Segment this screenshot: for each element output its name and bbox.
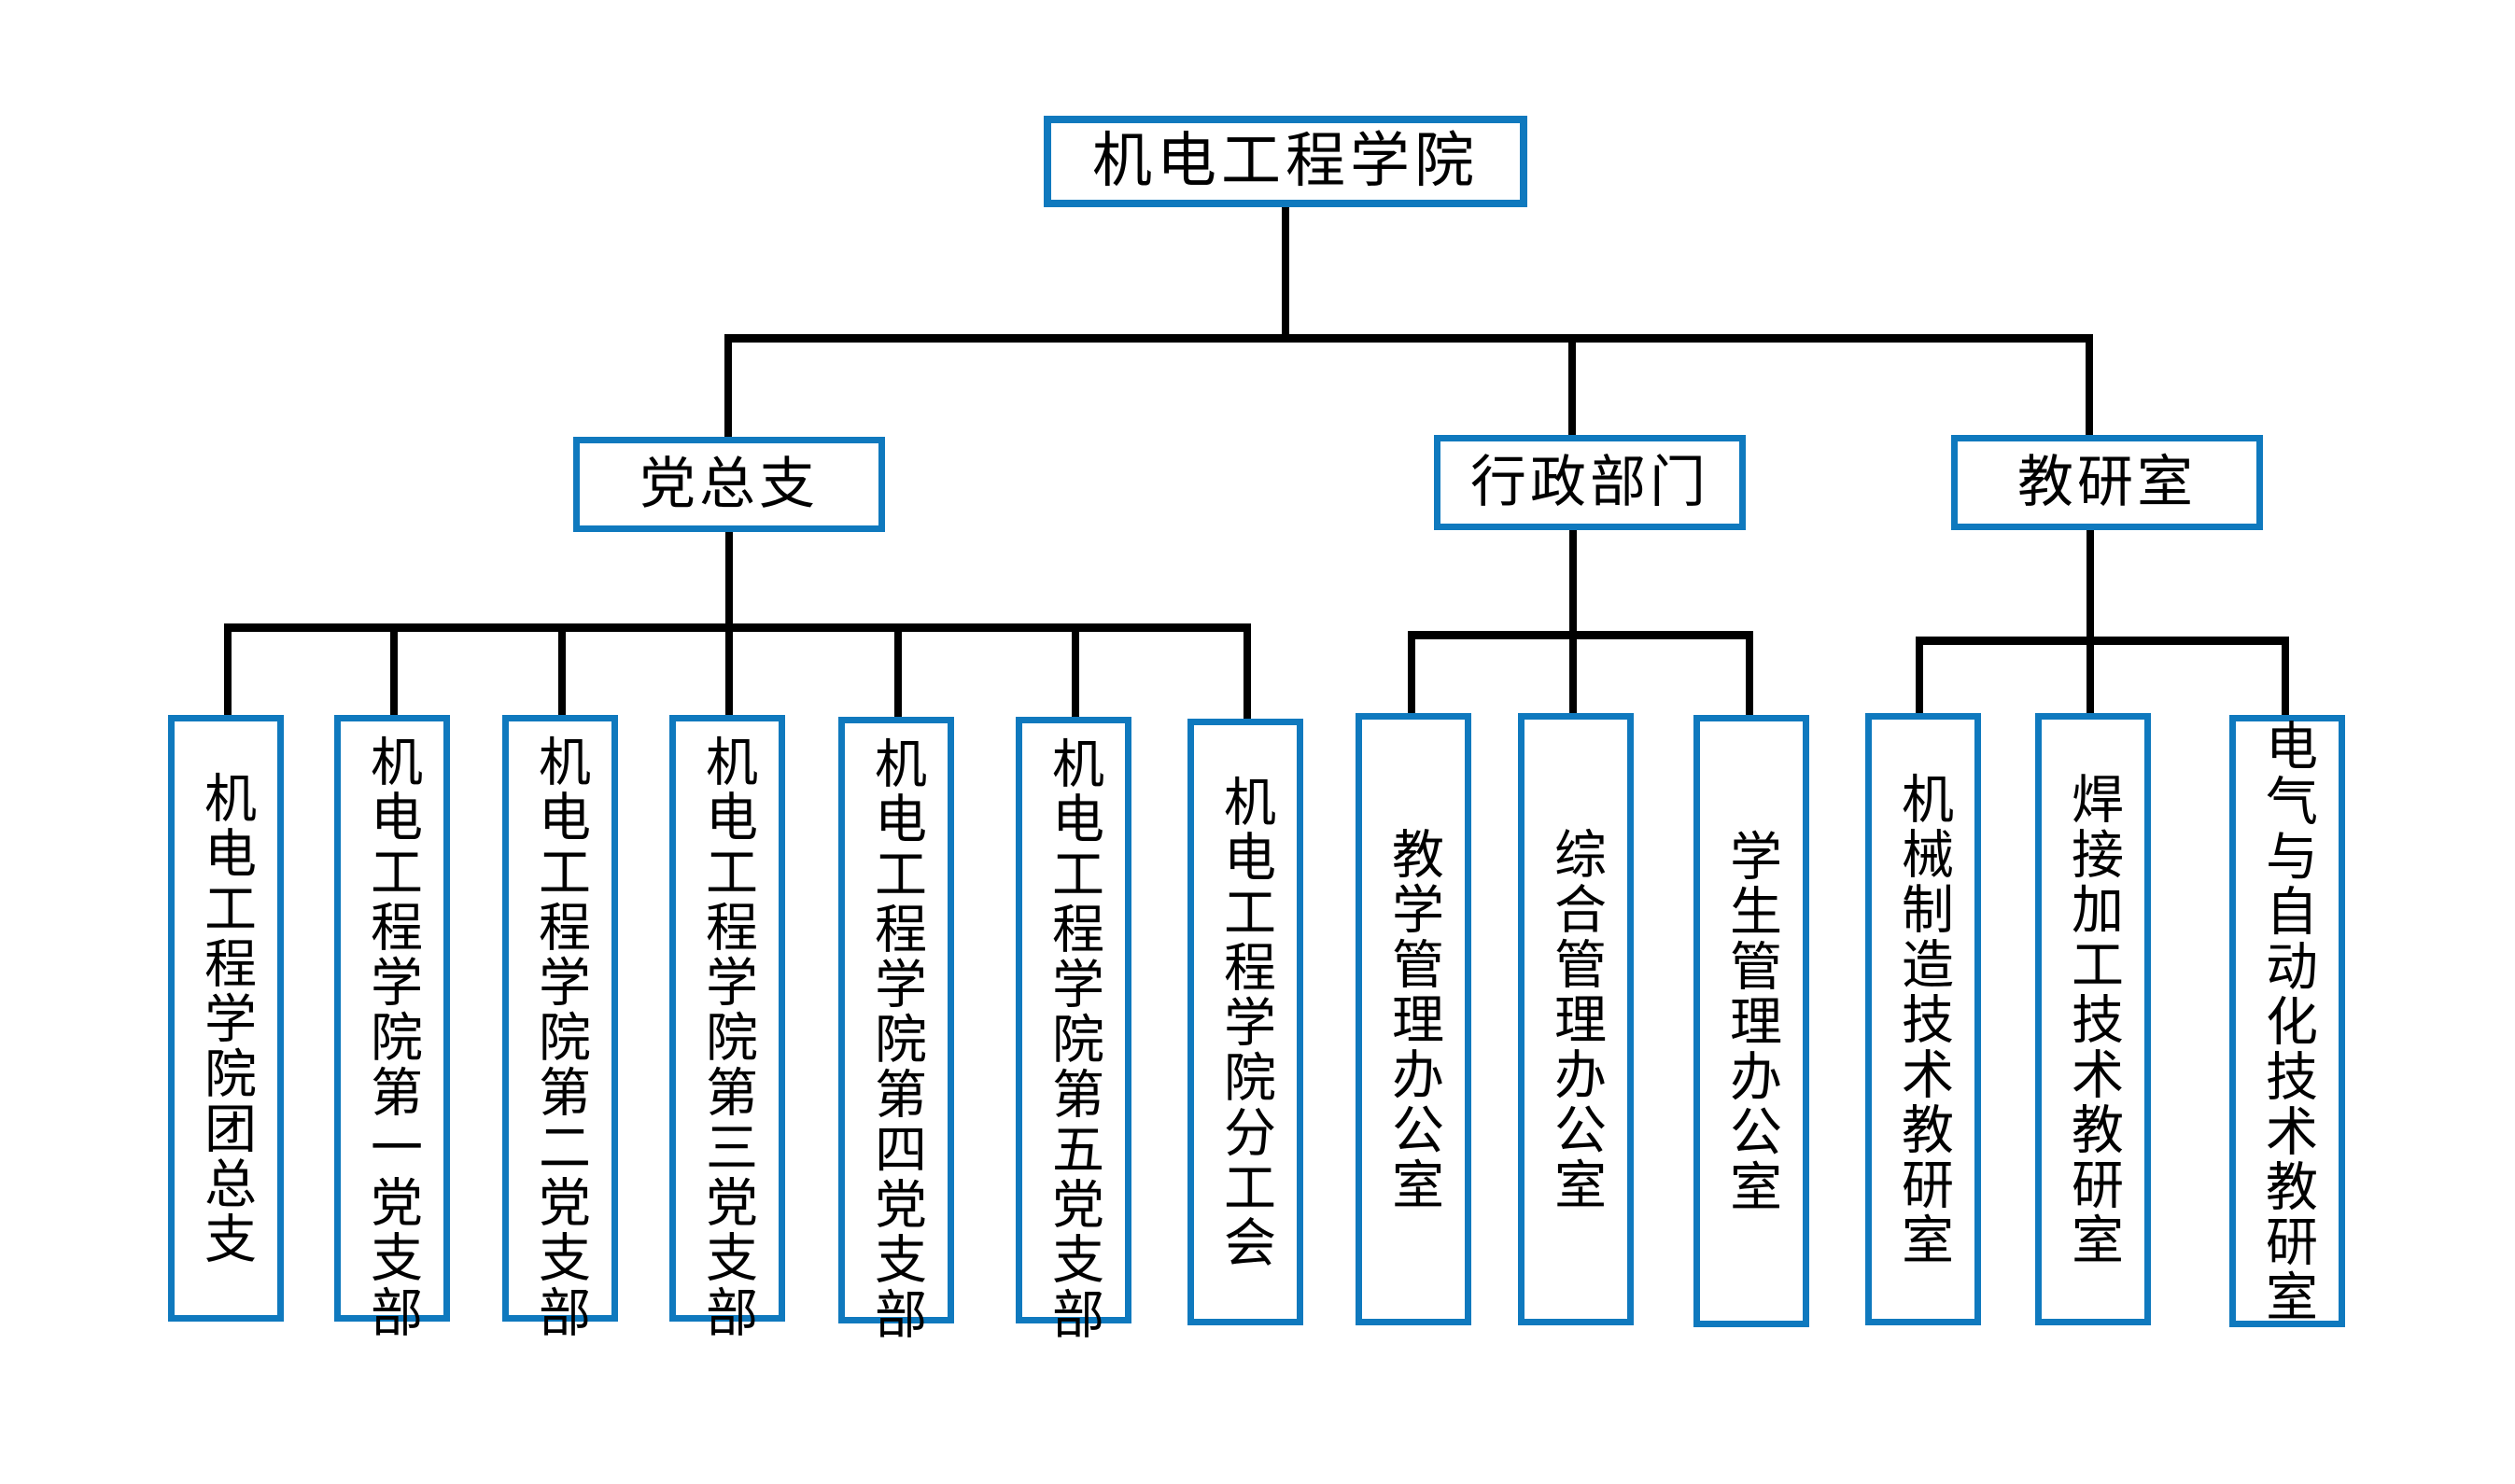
- node-leaf-party-youth-league-label: 机电工程学院团总支: [195, 770, 257, 1267]
- node-leaf-teaching-welding[interactable]: 焊接加工技术教研室: [2035, 713, 2151, 1325]
- connector-party-drop-5: [894, 623, 902, 719]
- node-leaf-admin-student-office-label: 学生管理办公室: [1721, 828, 1782, 1214]
- connector-party-drop-3: [558, 623, 566, 717]
- node-leaf-teaching-welding-label: 焊接加工技术教研室: [2062, 771, 2124, 1267]
- connector-drop-branch-3: [2086, 334, 2093, 439]
- node-root-school-label: 机电工程学院: [1092, 127, 1479, 196]
- node-leaf-party-branch-5[interactable]: 机电工程学院第五党支部: [1016, 717, 1131, 1342]
- node-branch-teaching-research[interactable]: 教研室: [1951, 435, 2263, 530]
- connector-party-drop-4: [725, 623, 733, 717]
- node-leaf-party-branch-4-label: 机电工程学院第四党支部: [865, 736, 927, 1342]
- node-leaf-party-trade-union-label: 机电工程学院分工会: [1215, 774, 1276, 1270]
- connector-admin-drop-3: [1746, 631, 1753, 719]
- node-leaf-party-trade-union[interactable]: 机电工程学院分工会: [1187, 719, 1303, 1325]
- node-leaf-party-branch-2-label: 机电工程学院第二党支部: [529, 735, 591, 1340]
- connector-admin-drop-2: [1569, 631, 1577, 719]
- connector-party-drop-2: [390, 623, 398, 717]
- node-leaf-party-branch-3[interactable]: 机电工程学院第三党支部: [669, 715, 785, 1340]
- connector-admin-drop-1: [1408, 631, 1415, 717]
- connector-level2-bus: [724, 334, 2093, 343]
- node-leaf-admin-teaching-office-label: 教学管理办公室: [1383, 826, 1444, 1212]
- node-leaf-party-branch-1[interactable]: 机电工程学院第一党支部: [334, 715, 450, 1340]
- node-leaf-teaching-electrical-automation[interactable]: 电气与自动化技术教研室: [2229, 715, 2345, 1327]
- node-leaf-teaching-mechanical-manufacturing[interactable]: 机械制造技术教研室: [1865, 713, 1981, 1325]
- connector-drop-branch-2: [1568, 334, 1576, 439]
- node-branch-teaching-research-label: 教研室: [2017, 450, 2197, 515]
- node-leaf-party-branch-3-label: 机电工程学院第三党支部: [696, 735, 758, 1340]
- connector-teaching-drop-2: [2086, 637, 2094, 719]
- node-branch-party[interactable]: 党总支: [573, 437, 885, 532]
- node-branch-administration[interactable]: 行政部门: [1434, 435, 1746, 530]
- node-leaf-admin-teaching-office[interactable]: 教学管理办公室: [1356, 713, 1471, 1325]
- node-leaf-party-branch-5-label: 机电工程学院第五党支部: [1043, 736, 1104, 1342]
- connector-party-stem: [725, 532, 733, 631]
- node-leaf-teaching-electrical-automation-label: 电气与自动化技术教研室: [2256, 718, 2318, 1324]
- connector-root-stem: [1282, 207, 1289, 338]
- connector-teaching-bus: [1916, 637, 2289, 645]
- connector-party-drop-1: [224, 623, 232, 717]
- connector-party-bus: [224, 623, 1251, 632]
- node-leaf-admin-student-office[interactable]: 学生管理办公室: [1693, 715, 1809, 1327]
- node-leaf-party-youth-league[interactable]: 机电工程学院团总支: [168, 715, 284, 1322]
- connector-admin-stem: [1569, 530, 1577, 633]
- node-leaf-party-branch-4[interactable]: 机电工程学院第四党支部: [838, 717, 954, 1342]
- node-leaf-admin-general-office[interactable]: 综合管理办公室: [1518, 713, 1634, 1325]
- connector-drop-branch-1: [724, 334, 732, 439]
- node-leaf-admin-general-office-label: 综合管理办公室: [1545, 826, 1607, 1212]
- node-root-school[interactable]: 机电工程学院: [1044, 116, 1527, 207]
- node-leaf-party-branch-2[interactable]: 机电工程学院第二党支部: [502, 715, 618, 1340]
- connector-party-drop-6: [1072, 623, 1079, 719]
- node-leaf-teaching-mechanical-manufacturing-label: 机械制造技术教研室: [1892, 771, 1954, 1267]
- node-leaf-party-branch-1-label: 机电工程学院第一党支部: [361, 735, 423, 1340]
- connector-teaching-stem: [2086, 530, 2094, 638]
- node-branch-administration-label: 行政部门: [1470, 450, 1709, 515]
- connector-teaching-drop-3: [2282, 637, 2289, 719]
- node-branch-party-label: 党总支: [639, 452, 819, 517]
- connector-party-drop-7: [1243, 623, 1251, 721]
- connector-teaching-drop-1: [1916, 637, 1923, 717]
- connector-admin-bus: [1408, 631, 1753, 639]
